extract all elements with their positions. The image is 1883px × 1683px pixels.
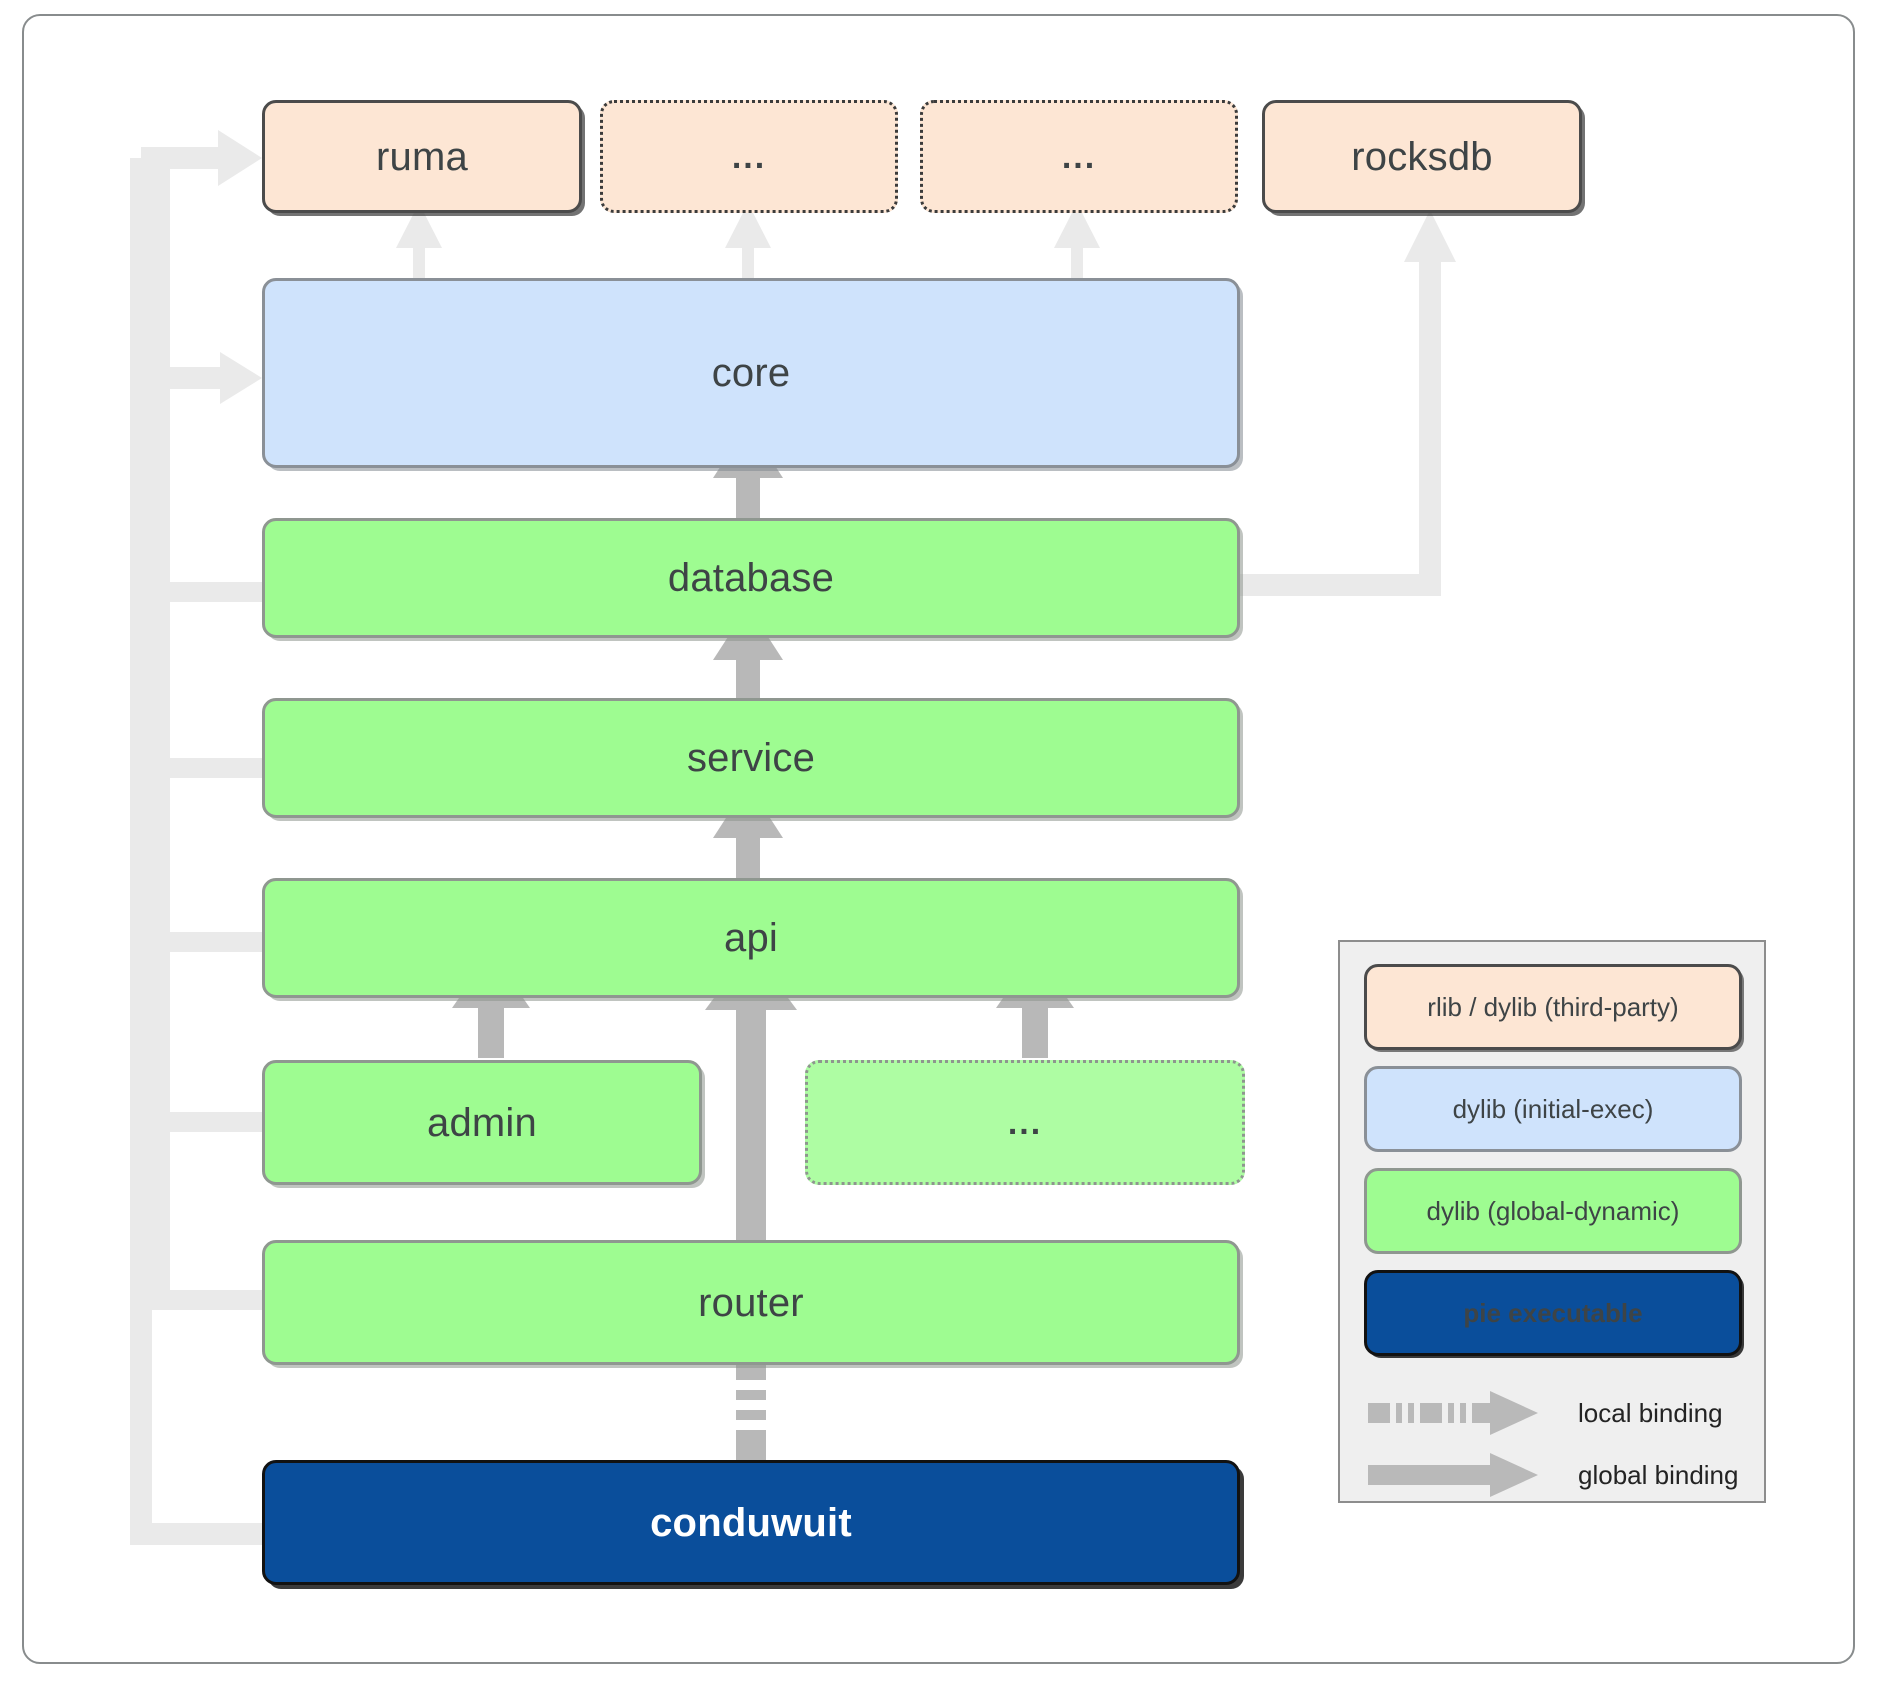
node-rocksdb[interactable]: rocksdb bbox=[1262, 100, 1582, 213]
legend-swatch-global-dynamic: dylib (global-dynamic) bbox=[1364, 1168, 1742, 1254]
node-label: router bbox=[698, 1280, 804, 1325]
node-third-b[interactable]: ... bbox=[920, 100, 1238, 213]
node-api[interactable]: api bbox=[262, 878, 1240, 998]
legend-panel: rlib / dylib (third-party) dylib (initia… bbox=[1338, 940, 1766, 1503]
node-label: rocksdb bbox=[1351, 134, 1493, 179]
node-admin[interactable]: admin bbox=[262, 1060, 702, 1185]
legend-swatch-initial-exec: dylib (initial-exec) bbox=[1364, 1066, 1742, 1152]
node-conduwuit[interactable]: conduwuit bbox=[262, 1460, 1240, 1585]
legend-label: pie executable bbox=[1463, 1297, 1643, 1328]
node-label: ... bbox=[731, 137, 767, 176]
node-router[interactable]: router bbox=[262, 1240, 1240, 1365]
legend-label: dylib (initial-exec) bbox=[1452, 1093, 1654, 1124]
legend-binding-global: global binding bbox=[1360, 1444, 1750, 1506]
legend-binding-local: local binding bbox=[1360, 1382, 1750, 1444]
legend-label: global binding bbox=[1578, 1459, 1739, 1490]
node-third-a[interactable]: ... bbox=[600, 100, 898, 213]
node-label: ... bbox=[1061, 137, 1097, 176]
global-binding-arrow-icon bbox=[1360, 1451, 1560, 1499]
local-binding-arrow-icon bbox=[1360, 1389, 1560, 1437]
node-label: ... bbox=[1007, 1103, 1043, 1142]
node-label: service bbox=[686, 736, 816, 780]
node-label: ruma bbox=[376, 134, 468, 179]
legend-swatch-third-party: rlib / dylib (third-party) bbox=[1364, 964, 1742, 1050]
node-ruma[interactable]: ruma bbox=[262, 100, 582, 213]
node-label: database bbox=[667, 556, 835, 600]
node-service[interactable]: service bbox=[262, 698, 1240, 818]
node-label: core bbox=[711, 351, 791, 395]
node-label: conduwuit bbox=[650, 1500, 852, 1545]
legend-label: rlib / dylib (third-party) bbox=[1427, 991, 1679, 1022]
node-label: api bbox=[724, 916, 778, 960]
node-database[interactable]: database bbox=[262, 518, 1240, 638]
legend-swatch-pie: pie executable bbox=[1364, 1270, 1742, 1356]
node-api-other[interactable]: ... bbox=[805, 1060, 1245, 1185]
node-core[interactable]: core bbox=[262, 278, 1240, 468]
legend-label: dylib (global-dynamic) bbox=[1426, 1195, 1680, 1226]
legend-label: local binding bbox=[1578, 1397, 1723, 1428]
node-label: admin bbox=[427, 1100, 537, 1145]
